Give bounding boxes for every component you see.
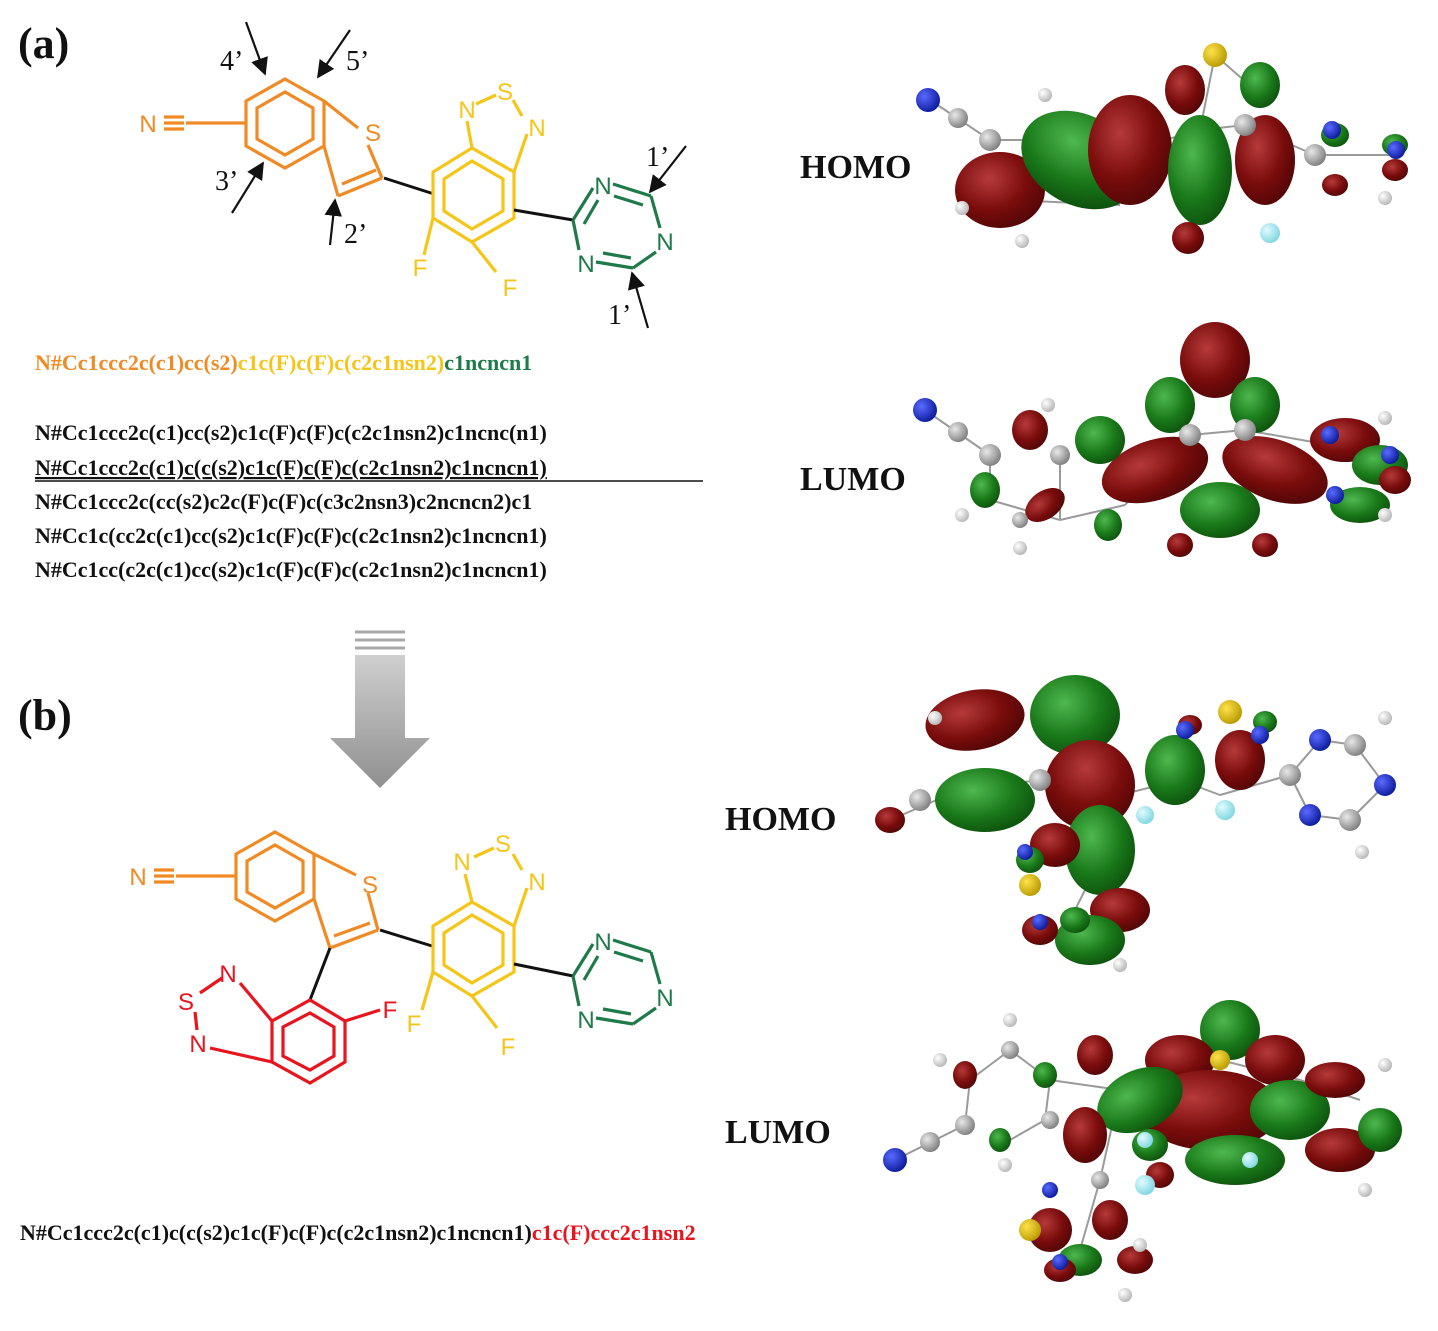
- triazine-n1-b: N: [594, 929, 611, 956]
- lumo-label-b: LUMO: [725, 1114, 831, 1151]
- triazine-n1-a: N: [594, 173, 611, 200]
- position-1-top-label: 1’: [646, 142, 669, 173]
- smiles-item-5: N#Cc1cc(c2c(c1)cc(s2)c1c(F)c(F)c(c2c1nsn…: [35, 557, 547, 582]
- nitrile-n-a: N: [139, 111, 156, 138]
- smiles-b-base: N#Cc1ccc2c(c1)c(c(s2)c1c(F)c(F)c(c2c1nsn…: [20, 1220, 532, 1245]
- homo-orbital-render-a: [916, 43, 1408, 254]
- smiles-list-a: N#Cc1ccc2c(c1)cc(s2)c1c(F)c(F)c(c2c1nsn2…: [35, 420, 703, 582]
- position-arrows-a: [231, 21, 687, 329]
- link-bond-b1: [379, 928, 433, 948]
- red-fragment-n1: N: [219, 961, 236, 988]
- smiles-item-1: N#Cc1ccc2c(c1)cc(s2)c1c(F)c(F)c(c2c1nsn2…: [35, 420, 547, 445]
- lumo-label-a: LUMO: [800, 461, 906, 498]
- smiles-b-added: c1c(F)ccc2c1nsn2: [532, 1220, 696, 1245]
- smiles-item-4: N#Cc1c(cc2c(c1)cc(s2)c1c(F)c(F)c(c2c1nsn…: [35, 523, 547, 548]
- red-fragment-f: F: [383, 997, 398, 1024]
- panel-b-label: (b): [18, 691, 72, 740]
- triazine-fragment-b: [571, 938, 662, 1026]
- fluorine-2-b: F: [501, 1034, 516, 1061]
- triazine-n3-b: N: [577, 1007, 594, 1034]
- transition-arrow: [330, 630, 430, 788]
- thiadiazole-n1-b: N: [453, 849, 470, 876]
- triazine-n2-b: N: [656, 985, 673, 1012]
- thiadiazole-n2-a: N: [528, 115, 545, 142]
- benzothiophene-fragment-a: [164, 77, 384, 198]
- triazine-fragment-a: [571, 182, 662, 270]
- panel-a-label: (a): [18, 19, 69, 68]
- homo-label-b: HOMO: [725, 801, 836, 838]
- smiles-item-2: N#Cc1ccc2c(c1)c(c(s2)c1c(F)c(F)c(c2c1nsn…: [35, 455, 547, 480]
- thiadiazole-n2-b: N: [528, 869, 545, 896]
- position-3-label: 3’: [215, 166, 238, 197]
- lumo-orbital-render-b: [883, 1000, 1402, 1302]
- thiophene-s-b: S: [362, 872, 378, 899]
- triazine-n2-a: N: [656, 229, 673, 256]
- homo-orbital-render-b: [875, 675, 1396, 972]
- molecule-b-structure: N S N S N F F: [129, 830, 674, 1085]
- smiles-seg-triazine: c1ncncn1: [444, 350, 532, 375]
- thiadiazole-s-b: S: [495, 831, 511, 858]
- lumo-orbital-render-a: [913, 322, 1411, 557]
- thiadiazole-s-a: S: [497, 79, 513, 106]
- position-4-label: 4’: [220, 46, 243, 77]
- link-bond-b3: [308, 947, 332, 1001]
- triazine-n3-a: N: [577, 251, 594, 278]
- position-5-label: 5’: [346, 46, 369, 77]
- smiles-colored-a: N#Cc1ccc2c(c1)cc(s2)c1c(F)c(F)c(c2c1nsn2…: [35, 350, 532, 375]
- homo-label-a: HOMO: [800, 149, 911, 186]
- red-fragment-s: S: [178, 989, 194, 1016]
- thiophene-s-a: S: [365, 120, 381, 147]
- added-fragment-b: [193, 976, 381, 1085]
- link-bond-b2: [513, 962, 574, 978]
- smiles-seg-benzothiadiazole: c1c(F)c(F)c(c2c1nsn2): [238, 350, 444, 375]
- fluorine-2-a: F: [503, 275, 518, 302]
- benzothiophene-fragment-b: [154, 830, 380, 950]
- link-bond-a1: [383, 176, 435, 196]
- smiles-item-3: N#Cc1ccc2c(cc(s2)c2c(F)c(F)c(c3c2nsn3)c2…: [35, 489, 532, 514]
- smiles-seg-benzothiophene: N#Cc1ccc2c(c1)cc(s2): [35, 350, 238, 375]
- fluorine-1-b: F: [407, 1011, 422, 1038]
- benzothiadiazole-fragment-a: [422, 93, 529, 273]
- link-bond-a2: [513, 208, 574, 222]
- position-2-label: 2’: [344, 219, 367, 250]
- benzothiadiazole-fragment-b: [420, 846, 529, 1029]
- nitrile-n-b: N: [129, 864, 146, 891]
- molecule-a-structure: N S N S N F F: [139, 21, 687, 331]
- thiadiazole-n1-a: N: [458, 97, 475, 124]
- fluorine-1-a: F: [413, 255, 428, 282]
- smiles-b: N#Cc1ccc2c(c1)c(c(s2)c1c(F)c(F)c(c2c1nsn…: [20, 1220, 696, 1245]
- red-fragment-n2: N: [189, 1031, 206, 1058]
- position-1-bottom-label: 1’: [608, 300, 631, 331]
